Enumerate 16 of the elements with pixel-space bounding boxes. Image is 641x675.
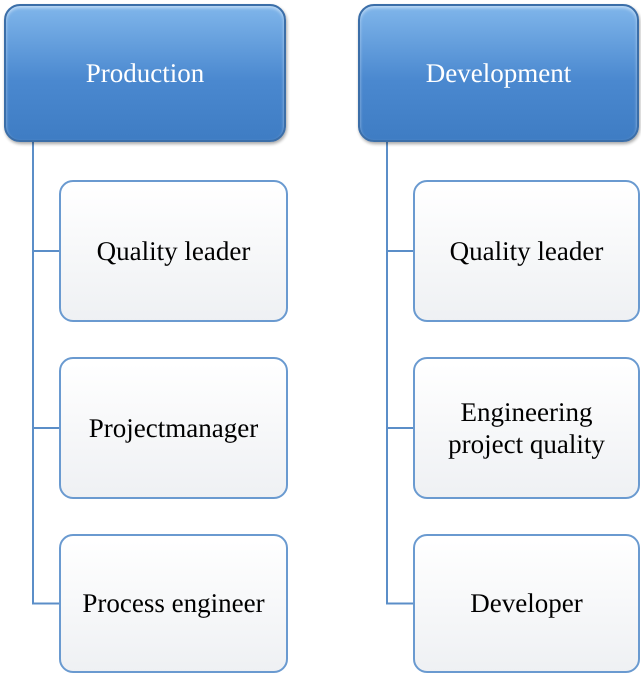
role-name: Quality leader [450,234,604,268]
department-name: Production [86,58,204,88]
role-name: Projectmanager [88,412,258,444]
role-name: Process engineer [82,587,265,620]
department-box [4,4,286,142]
role-box [413,534,640,673]
department-name: Development [426,58,572,88]
role-box [413,180,640,322]
role-box [413,357,640,499]
role-name: Quality leader [96,234,250,268]
department-box [358,4,639,142]
role-name: Engineering project quality [447,396,606,460]
role-box [59,357,288,499]
role-box [59,180,288,322]
role-name: Developer [470,587,583,620]
role-box [59,534,288,673]
